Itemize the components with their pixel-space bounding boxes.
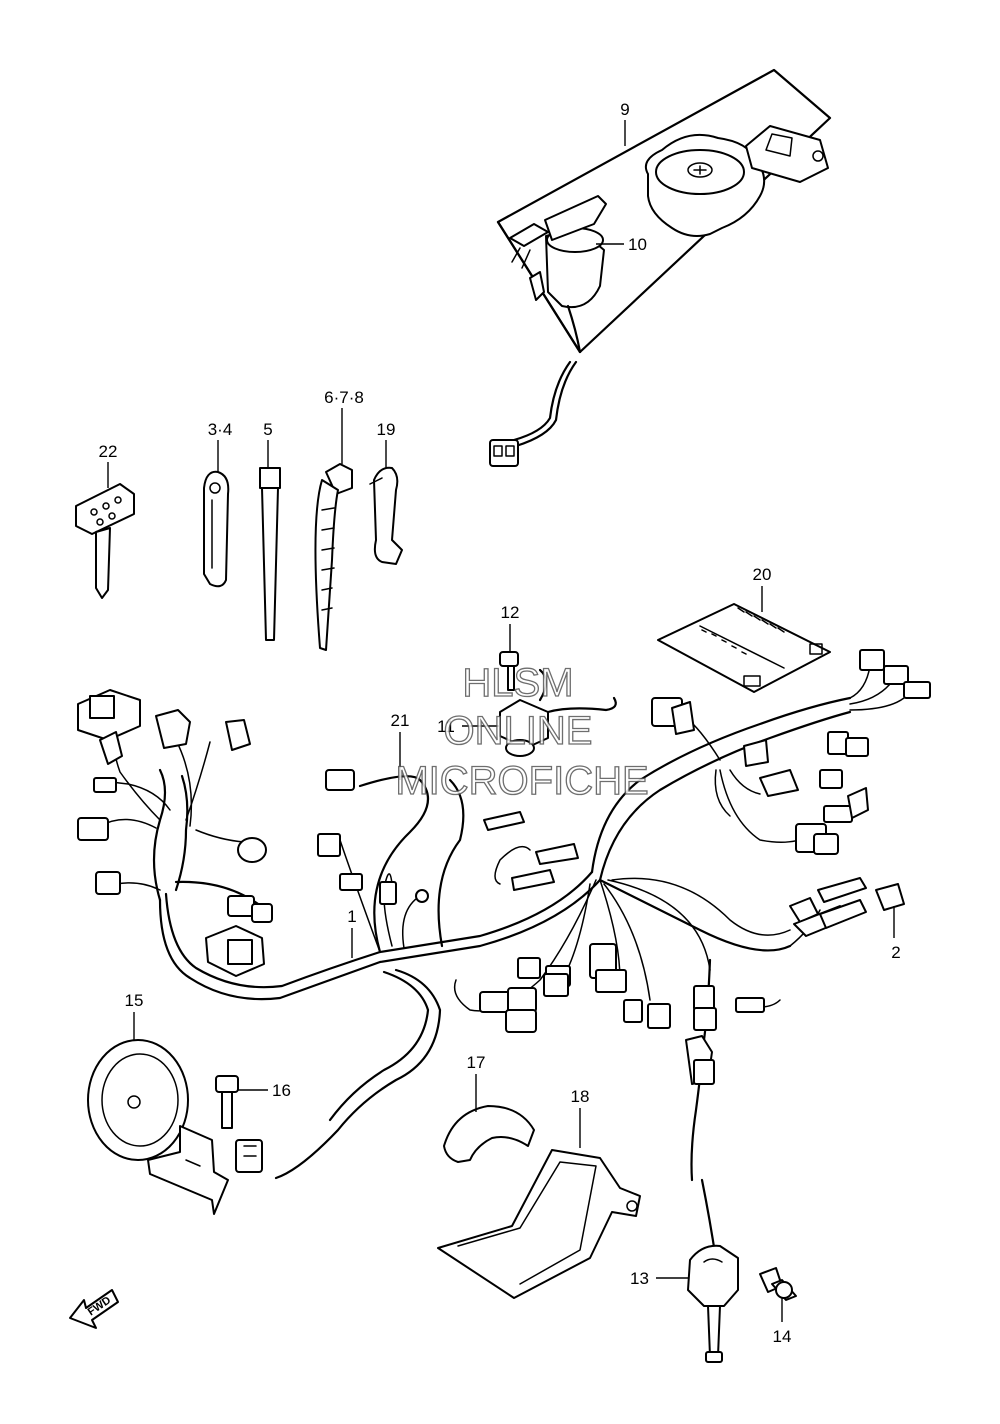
relay-part <box>499 668 617 757</box>
watermark: HLSM ONLINE MICROFICHE <box>395 660 650 803</box>
key-blank-part <box>75 483 135 599</box>
bracket-part <box>437 1149 641 1299</box>
screw-part-12 <box>499 651 519 691</box>
watermark-line-3: MICROFICHE <box>395 759 648 803</box>
fwd-direction-badge: FWD <box>69 1289 119 1329</box>
cover-part <box>443 1105 535 1163</box>
callout-15: 15 <box>125 991 144 1010</box>
callout-14: 14 <box>773 1327 792 1346</box>
bolt-part-16 <box>215 1075 239 1129</box>
horn-connector <box>235 1139 263 1173</box>
callout-12: 12 <box>501 603 520 622</box>
fuel-cap-part <box>644 134 766 237</box>
harness-band-part <box>314 463 353 651</box>
callout-22: 22 <box>99 442 118 461</box>
seat-lock-part <box>745 125 829 183</box>
callout-16: 16 <box>272 1081 291 1100</box>
callout-18: 18 <box>571 1087 590 1106</box>
callout-2: 2 <box>891 943 900 962</box>
ignition-switch-part <box>489 195 607 467</box>
callout-1: 1 <box>347 907 356 926</box>
callout-3-4: 3·4 <box>208 420 233 439</box>
callout-labels: 9 10 22 3·4 5 6·7·8 19 20 12 11 21 1 2 1… <box>99 100 901 1346</box>
clamp-part <box>203 470 230 588</box>
callout-20: 20 <box>753 565 772 584</box>
callout-21: 21 <box>391 711 410 730</box>
horn-part <box>87 1039 229 1215</box>
callout-17: 17 <box>467 1053 486 1072</box>
callout-19: 19 <box>377 420 396 439</box>
watermark-line-1: HLSM <box>462 661 573 705</box>
cable-tie-part <box>259 467 281 641</box>
screw-part-14 <box>759 1267 797 1301</box>
callout-10: 10 <box>628 235 647 254</box>
callout-5: 5 <box>263 420 272 439</box>
watermark-line-2: ONLINE <box>444 709 593 753</box>
leader-lines <box>107 120 895 1322</box>
callout-13: 13 <box>630 1269 649 1288</box>
switch-part <box>687 1244 739 1363</box>
callout-6-7-8: 6·7·8 <box>324 388 364 407</box>
callout-11: 11 <box>437 717 455 736</box>
clip-part <box>369 466 403 565</box>
callout-9: 9 <box>620 100 629 119</box>
fuse-card-part <box>657 603 831 693</box>
harness-connectors <box>77 649 931 1085</box>
